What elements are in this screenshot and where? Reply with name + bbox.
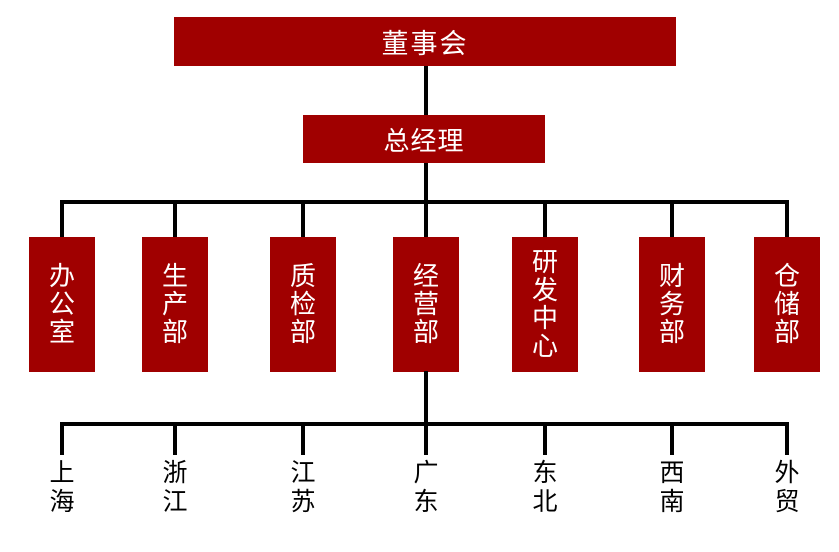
region-label: 广 东	[413, 458, 439, 516]
org-node-department: 研 发 中 心	[512, 237, 578, 372]
connector-bus-to-region	[785, 422, 789, 455]
region-label: 上 海	[49, 458, 75, 516]
connector-bus-to-department	[60, 200, 64, 237]
org-node-general-manager: 总经理	[303, 115, 545, 163]
connector-bus-to-region	[543, 422, 547, 455]
connector-bus-to-region	[424, 422, 428, 455]
org-node-department: 经 营 部	[393, 237, 459, 372]
org-node-board: 董事会	[174, 17, 676, 66]
connector-bus-to-region	[301, 422, 305, 455]
region-label: 外 贸	[774, 458, 800, 516]
connector-bus-to-department	[424, 200, 428, 237]
connector-bus-to-region	[173, 422, 177, 455]
connector-board-to-manager	[424, 66, 428, 116]
connector-bus-to-region	[670, 422, 674, 455]
org-node-department: 仓 储 部	[754, 237, 820, 372]
region-label: 东 北	[532, 458, 558, 516]
connector-bus-to-department	[301, 200, 305, 237]
org-node-department: 办 公 室	[29, 237, 95, 372]
connector-bus-to-region	[60, 422, 64, 455]
org-node-department: 质 检 部	[270, 237, 336, 372]
connector-operations-to-region-bus	[424, 371, 428, 426]
org-node-department: 生 产 部	[142, 237, 208, 372]
connector-manager-to-bus	[424, 163, 428, 204]
connector-bus-to-department	[543, 200, 547, 237]
org-node-department: 财 务 部	[639, 237, 705, 372]
connector-bus-to-department	[670, 200, 674, 237]
connector-bus-to-department	[785, 200, 789, 237]
connector-bus-to-department	[173, 200, 177, 237]
region-label: 西 南	[659, 458, 685, 516]
region-label: 浙 江	[162, 458, 188, 516]
region-label: 江 苏	[290, 458, 316, 516]
